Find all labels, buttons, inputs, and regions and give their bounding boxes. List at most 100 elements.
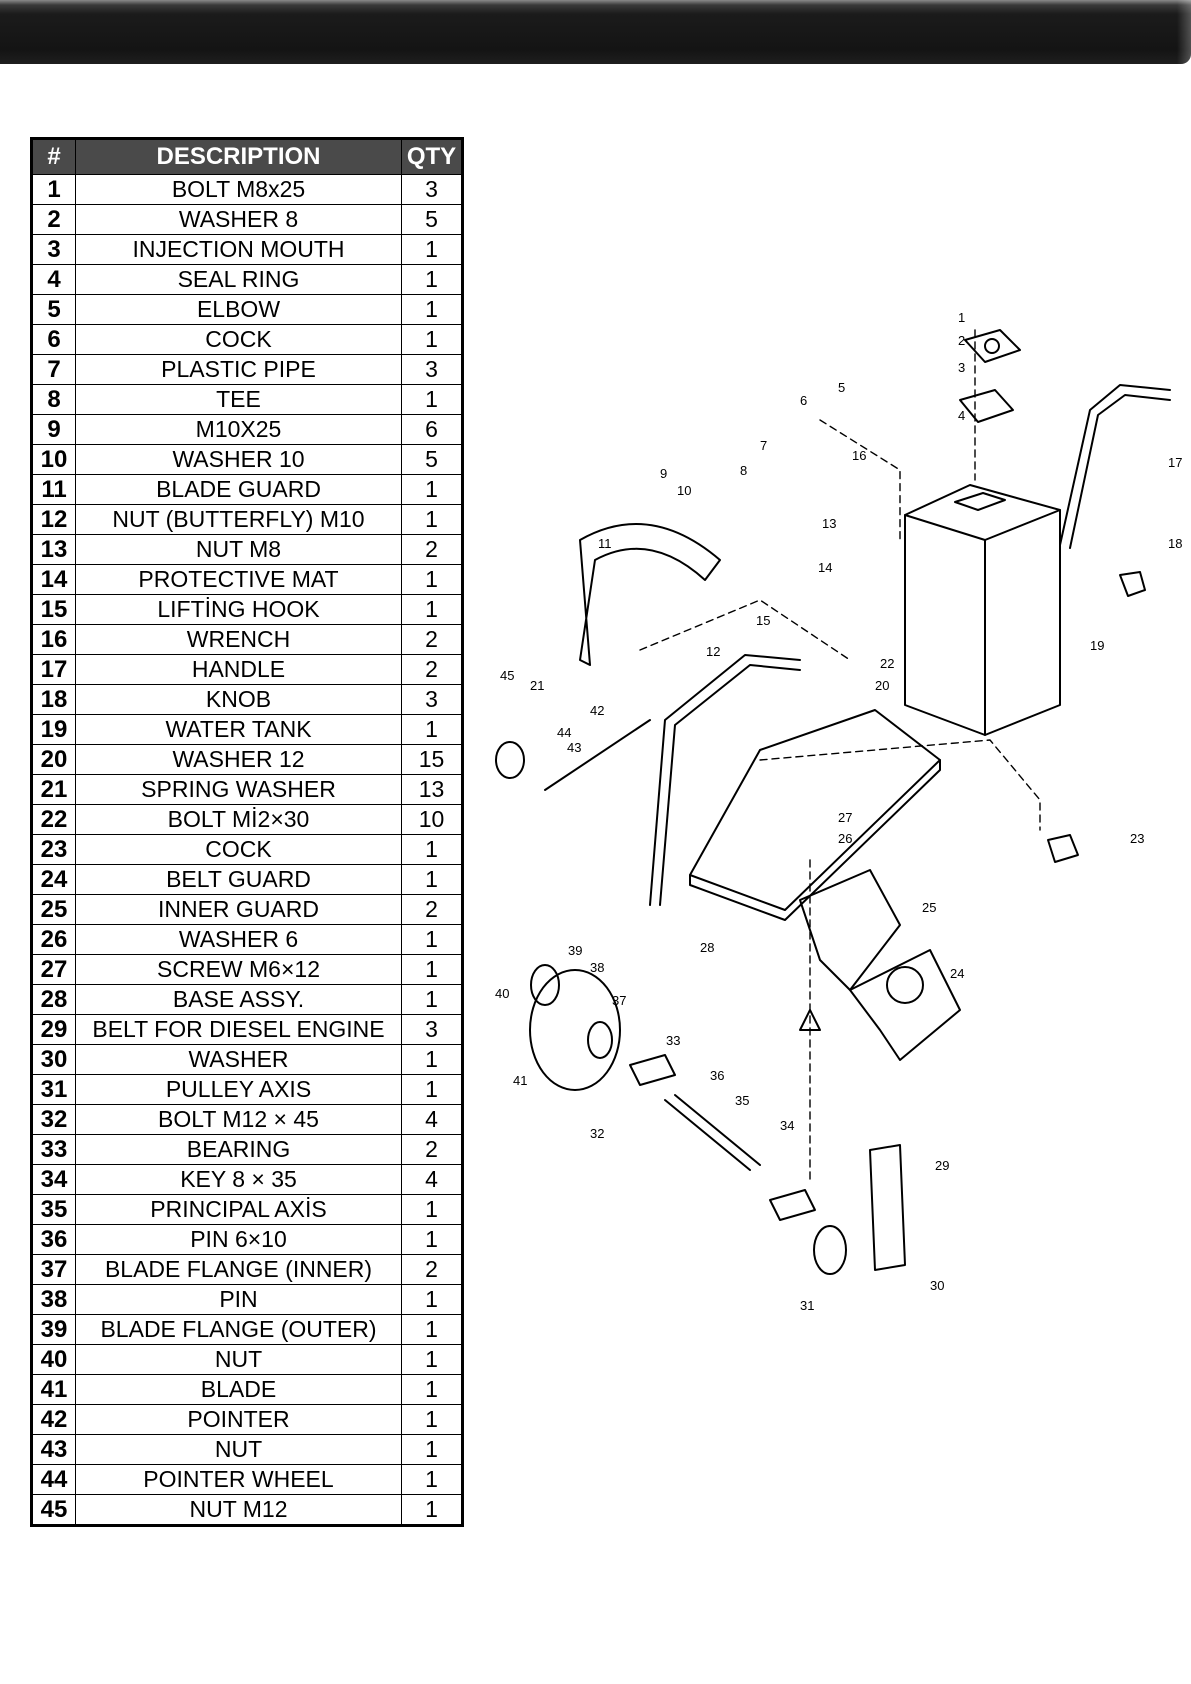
callout-label: 10 xyxy=(677,483,691,498)
callout-label: 21 xyxy=(530,678,544,693)
part-description: TEE xyxy=(75,384,402,415)
part-quantity: 2 xyxy=(401,624,463,655)
part-quantity: 1 xyxy=(401,324,463,355)
callout-label: 16 xyxy=(852,448,866,463)
callout-label: 30 xyxy=(930,1278,944,1293)
callout-label: 3 xyxy=(958,360,965,375)
header-description: DESCRIPTION xyxy=(75,138,402,175)
callout-label: 23 xyxy=(1130,831,1144,846)
part-description: INJECTION MOUTH xyxy=(75,234,402,265)
part-number: 5 xyxy=(31,294,76,325)
part-description: WASHER 12 xyxy=(75,744,402,775)
part-description: NUT M8 xyxy=(75,534,402,565)
blade-flange-outer xyxy=(530,964,560,1006)
callout-label: 18 xyxy=(1168,536,1182,551)
part-quantity: 6 xyxy=(401,414,463,445)
part-number: 11 xyxy=(31,474,76,505)
part-quantity: 1 xyxy=(401,1374,463,1405)
part-number: 31 xyxy=(31,1074,76,1105)
base-plate xyxy=(689,709,941,911)
callout-label: 36 xyxy=(710,1068,724,1083)
part-quantity: 13 xyxy=(401,774,463,805)
callout-label: 35 xyxy=(735,1093,749,1108)
callout-label: 19 xyxy=(1090,638,1104,653)
part-quantity: 5 xyxy=(401,444,463,475)
part-number: 3 xyxy=(31,234,76,265)
part-number: 20 xyxy=(31,744,76,775)
part-description: PIN 6×10 xyxy=(75,1224,402,1255)
callout-label: 12 xyxy=(706,644,720,659)
part-description: BLADE GUARD xyxy=(75,474,402,505)
inner-guard xyxy=(799,869,901,991)
callout-label: 7 xyxy=(760,438,767,453)
part-number: 23 xyxy=(31,834,76,865)
belt-guard xyxy=(849,949,961,1061)
part-quantity: 1 xyxy=(401,294,463,325)
part-quantity: 2 xyxy=(401,654,463,685)
callout-label: 40 xyxy=(495,986,509,1001)
part-quantity: 1 xyxy=(401,1194,463,1225)
callout-label: 6 xyxy=(800,393,807,408)
part-description: HANDLE xyxy=(75,654,402,685)
part-number: 44 xyxy=(31,1464,76,1495)
part-quantity: 1 xyxy=(401,1074,463,1105)
part-description: COCK xyxy=(75,324,402,355)
part-quantity: 1 xyxy=(401,264,463,295)
bearing-lower xyxy=(769,1189,816,1221)
part-quantity: 1 xyxy=(401,1464,463,1495)
part-description: NUT (BUTTERFLY) M10 xyxy=(75,504,402,535)
part-number: 28 xyxy=(31,984,76,1015)
principal-axis xyxy=(664,1099,751,1171)
part-quantity: 1 xyxy=(401,234,463,265)
part-description: PLASTIC PIPE xyxy=(75,354,402,385)
part-description: BLADE FLANGE (OUTER) xyxy=(75,1314,402,1345)
callout-label: 11 xyxy=(598,536,612,551)
callout-label: 2 xyxy=(958,333,965,348)
part-number: 18 xyxy=(31,684,76,715)
part-number: 37 xyxy=(31,1254,76,1285)
callout-label: 26 xyxy=(838,831,852,846)
callout-label: 43 xyxy=(567,740,581,755)
part-quantity: 1 xyxy=(401,924,463,955)
part-description: KNOB xyxy=(75,684,402,715)
part-quantity: 1 xyxy=(401,474,463,505)
table-header-row: # DESCRIPTION QTY xyxy=(31,138,463,175)
part-number: 42 xyxy=(31,1404,76,1435)
part-description: BELT FOR DIESEL ENGINE xyxy=(75,1014,402,1045)
part-quantity: 1 xyxy=(401,504,463,535)
part-number: 25 xyxy=(31,894,76,925)
part-number: 43 xyxy=(31,1434,76,1465)
part-number: 7 xyxy=(31,354,76,385)
part-quantity: 1 xyxy=(401,1314,463,1345)
header-number: # xyxy=(31,138,76,175)
part-description: POINTER xyxy=(75,1404,402,1435)
callout-label: 44 xyxy=(557,725,571,740)
part-number: 32 xyxy=(31,1104,76,1135)
callout-label: 37 xyxy=(612,993,626,1008)
part-number: 38 xyxy=(31,1284,76,1315)
part-number: 17 xyxy=(31,654,76,685)
part-number: 16 xyxy=(31,624,76,655)
part-number: 22 xyxy=(31,804,76,835)
part-description: BLADE FLANGE (INNER) xyxy=(75,1254,402,1285)
part-description: WASHER 10 xyxy=(75,444,402,475)
part-number: 9 xyxy=(31,414,76,445)
part-description: SCREW M6×12 xyxy=(75,954,402,985)
part-description: BEARING xyxy=(75,1134,402,1165)
